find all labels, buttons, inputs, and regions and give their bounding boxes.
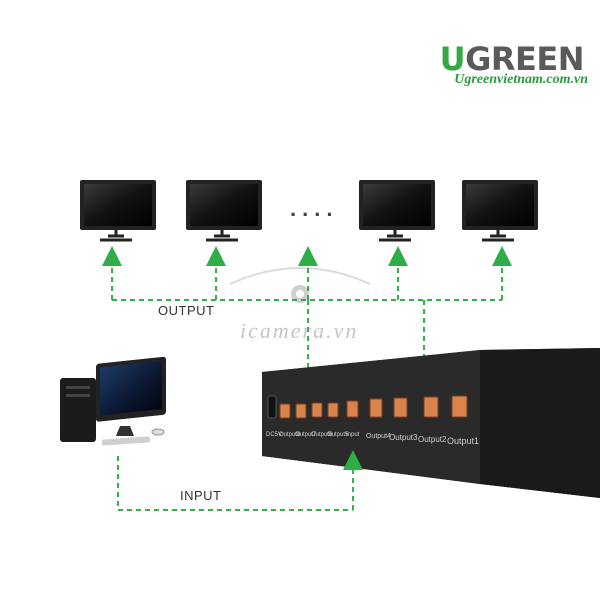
input-connection-line	[117, 450, 363, 511]
brand-logo: UGREEN	[439, 40, 585, 78]
monitor-icon	[359, 180, 435, 242]
watermark-text: icamera.vn	[240, 318, 359, 343]
output-label: OUTPUT	[158, 303, 215, 318]
port-label: Output7	[295, 432, 317, 438]
brand-website: Ugreenvietnam.com.vn	[454, 72, 588, 87]
monitor-icon	[186, 180, 262, 242]
port-label: Input	[346, 432, 360, 438]
port-label: Output3	[389, 433, 418, 442]
input-label: INPUT	[180, 488, 222, 503]
monitor-icon	[80, 180, 156, 242]
port-label: Output6	[311, 432, 333, 438]
port-label: Output8	[279, 432, 301, 438]
port-label: Output1	[447, 436, 479, 446]
hdmi-splitter-icon: DC5V Output8 Output7 Output6 Output5 Inp…	[262, 348, 600, 498]
port-label: Output5	[327, 432, 349, 438]
watermark-logo-icon	[229, 267, 371, 303]
desktop-computer-icon	[60, 356, 166, 446]
power-label: DC5V	[266, 432, 282, 438]
more-monitors-ellipsis: ....	[290, 196, 339, 221]
monitor-icon	[462, 180, 538, 242]
port-label: Output4	[366, 433, 391, 440]
port-label: Output2	[418, 435, 447, 444]
